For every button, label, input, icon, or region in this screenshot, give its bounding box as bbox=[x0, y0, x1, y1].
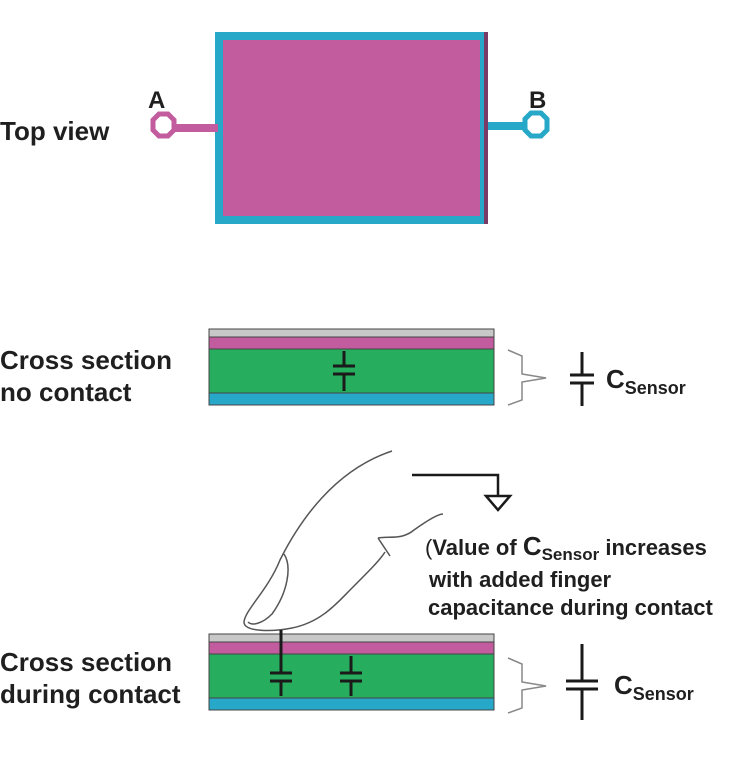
lead-a bbox=[170, 124, 218, 132]
arrow-icon bbox=[412, 473, 513, 512]
bracket-icon bbox=[507, 349, 547, 406]
terminal-a-icon bbox=[150, 111, 177, 139]
note-paren: ( bbox=[425, 535, 433, 560]
note-line1: (Value of CSensor increases bbox=[425, 531, 707, 564]
overlay-layer bbox=[208, 633, 495, 643]
bottom-electrode-layer bbox=[208, 697, 495, 711]
finger-icon bbox=[243, 450, 444, 632]
internal-capacitor-icon bbox=[333, 351, 355, 391]
cross-section-during-contact bbox=[208, 630, 598, 720]
csensor-label-no-contact: CSensor bbox=[606, 364, 686, 398]
internal-capacitor-icon bbox=[340, 656, 362, 696]
top-view-label: Top view bbox=[0, 116, 110, 146]
capacitor-symbol-icon bbox=[570, 352, 594, 406]
capacitor-symbol-large-icon bbox=[566, 644, 598, 720]
csensor-label-contact: CSensor bbox=[614, 670, 694, 704]
bottom-electrode-layer bbox=[208, 392, 495, 406]
top-electrode-layer bbox=[208, 336, 495, 350]
terminal-b-label: B bbox=[529, 87, 547, 114]
terminal-b-icon bbox=[522, 110, 550, 139]
top-electrode-layer bbox=[208, 641, 495, 655]
top-view-sensor bbox=[150, 32, 550, 224]
terminal-a-label: A bbox=[148, 87, 166, 114]
no-contact-label-line2: no contact bbox=[0, 377, 132, 407]
sensor-plate-edge bbox=[484, 32, 488, 224]
note-line3: capacitance during contact bbox=[428, 595, 713, 620]
dielectric-layer bbox=[208, 348, 495, 394]
contact-label-line2: during contact bbox=[0, 679, 181, 709]
bracket-icon bbox=[507, 657, 547, 714]
no-contact-label-line1: Cross section bbox=[0, 345, 172, 375]
sensor-plate-top bbox=[215, 32, 488, 224]
finger-capacitor-icon bbox=[270, 630, 292, 696]
cross-section-no-contact bbox=[208, 328, 594, 406]
overlay-layer bbox=[208, 328, 495, 338]
note-line2: with added finger bbox=[429, 567, 612, 592]
lead-b bbox=[488, 122, 524, 130]
contact-label-line1: Cross section bbox=[0, 647, 172, 677]
